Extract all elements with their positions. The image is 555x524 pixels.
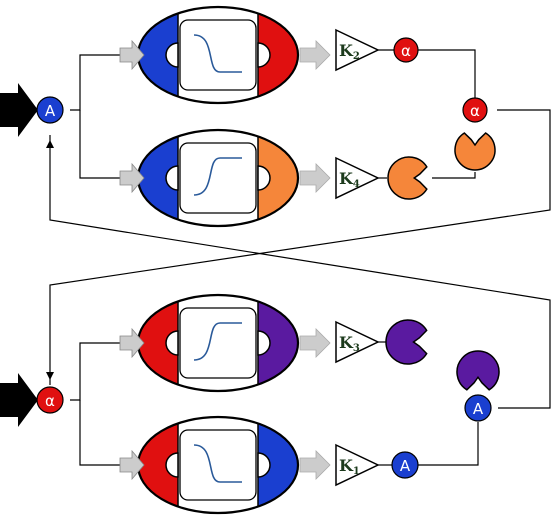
module-2-curve (193, 157, 242, 196)
module-3 (119, 293, 331, 393)
gain-4: K1 (335, 443, 380, 487)
node-a-bottom-1-label: A (400, 457, 411, 475)
wire-top-split-lower (79, 110, 122, 179)
module-2 (119, 128, 331, 228)
module-4-input-arrow (119, 449, 145, 481)
modules (119, 5, 331, 515)
module-1-input-arrow (119, 39, 145, 71)
node-input-top-label: A (45, 102, 56, 120)
module-1-curve (193, 34, 242, 73)
module-4-output-arrow (299, 450, 331, 480)
wire-bottom-split-lower (79, 400, 122, 466)
node-input-bottom-label: α (45, 392, 55, 410)
pacman-1 (454, 132, 496, 171)
pacman-2-body (387, 156, 428, 200)
module-4-curve (193, 444, 242, 483)
arrowhead-top-input (46, 140, 54, 148)
wire-top-split-upper (70, 54, 122, 111)
node-a-bottom-1: A (391, 451, 419, 479)
pacman-3-body (385, 319, 428, 365)
module-2-input-arrow (119, 162, 145, 194)
gain-3-triangle (335, 320, 380, 364)
node-alpha-top-2: α (462, 97, 488, 123)
module-1 (119, 5, 331, 105)
wire-cross-to-top-input (49, 135, 551, 409)
gain-3: K3 (335, 320, 380, 364)
wires (46, 49, 551, 466)
module-3-plot (179, 307, 257, 379)
module-2-plot (179, 142, 257, 214)
gain-1-triangle (335, 28, 380, 72)
module-4 (119, 415, 331, 515)
wire-alpha-to-alpha (418, 49, 476, 100)
input-arrow-bottom (0, 373, 38, 427)
gain-2-triangle (335, 156, 380, 200)
wire-a-to-a (418, 422, 479, 466)
gain-1: K2 (335, 28, 380, 72)
wire-bottom-split-upper (70, 342, 122, 401)
node-alpha-top-1: α (393, 37, 419, 63)
arrowhead-bottom-input (46, 372, 54, 380)
node-alpha-top-2-label: α (470, 102, 480, 120)
gain-2: K4 (335, 156, 380, 200)
node-input-bottom: α (36, 386, 64, 414)
input-arrow-top (0, 83, 38, 137)
node-a-bottom-2-label: A (473, 400, 484, 418)
node-input-top: A (36, 96, 64, 124)
module-3-output-arrow (299, 328, 331, 358)
pacman-2 (387, 156, 428, 200)
pacman-4 (456, 350, 500, 391)
pacman-3 (385, 319, 428, 365)
wire-cross-to-bottom-input (49, 109, 551, 385)
module-3-input-arrow (119, 327, 145, 359)
pacmen (385, 132, 500, 391)
module-2-output-arrow (299, 163, 331, 193)
module-4-plot (179, 429, 257, 501)
module-1-output-arrow (299, 40, 331, 70)
node-alpha-top-1-label: α (401, 42, 411, 60)
gain-4-triangle (335, 443, 380, 487)
pacman-4-body (456, 350, 500, 391)
wire-pacman-feedback (432, 172, 476, 179)
module-1-plot (179, 19, 257, 91)
module-3-curve (193, 322, 242, 361)
node-a-bottom-2: A (464, 394, 492, 422)
pacman-1-body (454, 132, 496, 171)
